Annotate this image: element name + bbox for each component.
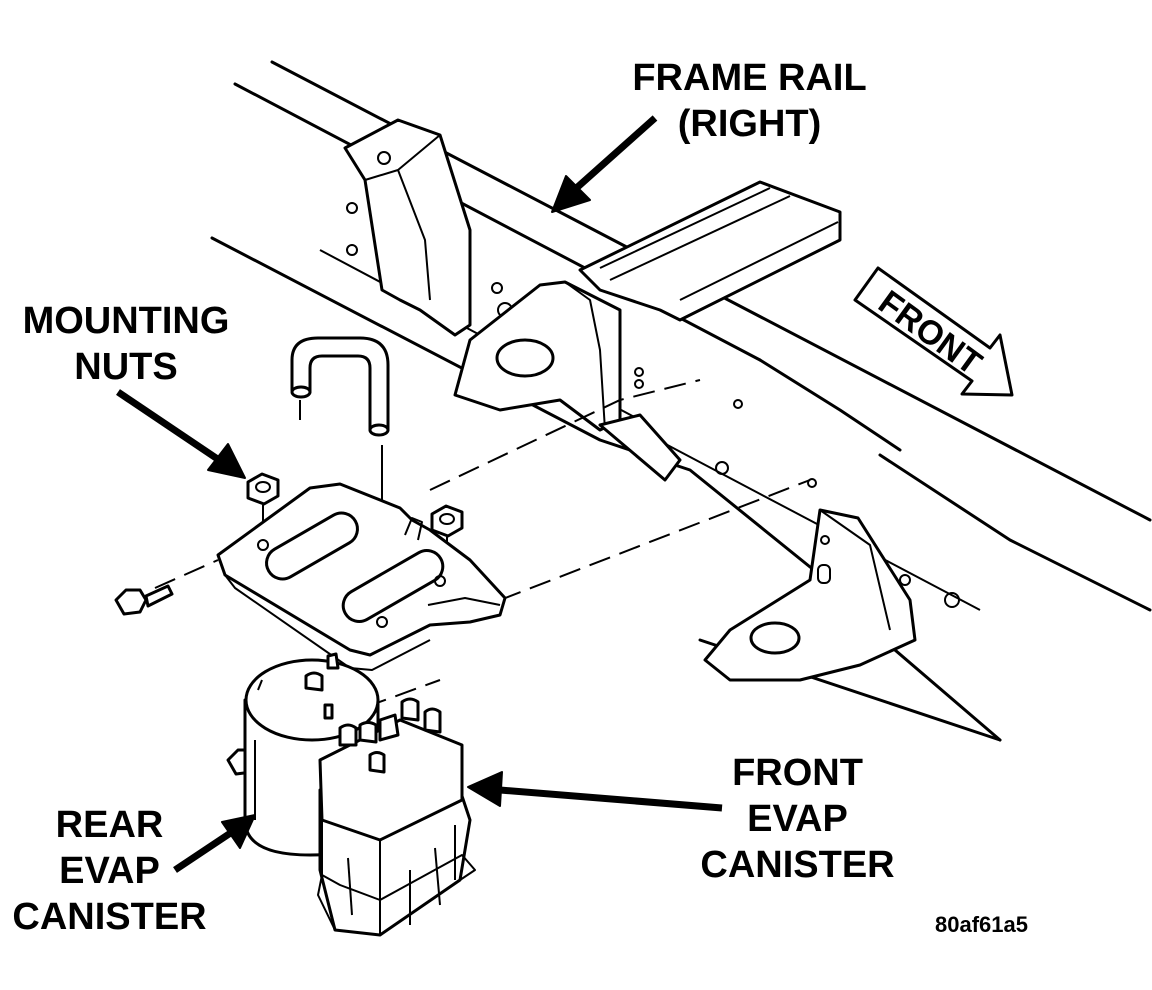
figure-code: 80af61a5 (935, 912, 1028, 937)
upper-bracket (343, 118, 472, 337)
front-evap-pointer-arrow (467, 771, 723, 812)
frame-rail-pointer-arrow (551, 115, 658, 213)
rear-evap-pointer-arrow (173, 814, 256, 873)
mounting-nut-left (246, 472, 280, 545)
front-evap-canister-label: FRONT EVAP CANISTER (690, 750, 905, 888)
mounting-nuts-label: MOUNTING NUTS (6, 298, 246, 390)
front-evap-label-line2: EVAP (747, 798, 848, 840)
canister-mounting-plate (216, 482, 507, 671)
front-evap-canister (317, 697, 476, 937)
front-evap-label-line3: CANISTER (700, 844, 895, 886)
mounting-nuts-label-line2: NUTS (74, 346, 178, 388)
rear-evap-canister-label: REAR EVAP CANISTER (2, 802, 217, 940)
rear-evap-label-line1: REAR (55, 804, 164, 846)
frame-rail-label-line1: FRAME RAIL (632, 57, 867, 99)
crossmember (578, 180, 842, 322)
mounting-nuts-label-line1: MOUNTING (22, 300, 230, 342)
mounting-bolt-left (114, 584, 174, 616)
rear-evap-label-line2: EVAP (59, 850, 160, 892)
front-direction-arrow (853, 266, 1014, 397)
frame-rail-right-label: FRAME RAIL (RIGHT) (612, 55, 887, 147)
vent-hose (290, 336, 390, 437)
rear-evap-label-line3: CANISTER (12, 896, 207, 938)
body-mount-bracket-upper (453, 280, 682, 482)
body-mount-bracket-lower (703, 508, 917, 682)
frame-rail-label-line2: (RIGHT) (677, 103, 822, 145)
front-evap-label-line1: FRONT (732, 752, 863, 794)
mounting-nuts-pointer-arrow (116, 389, 246, 479)
